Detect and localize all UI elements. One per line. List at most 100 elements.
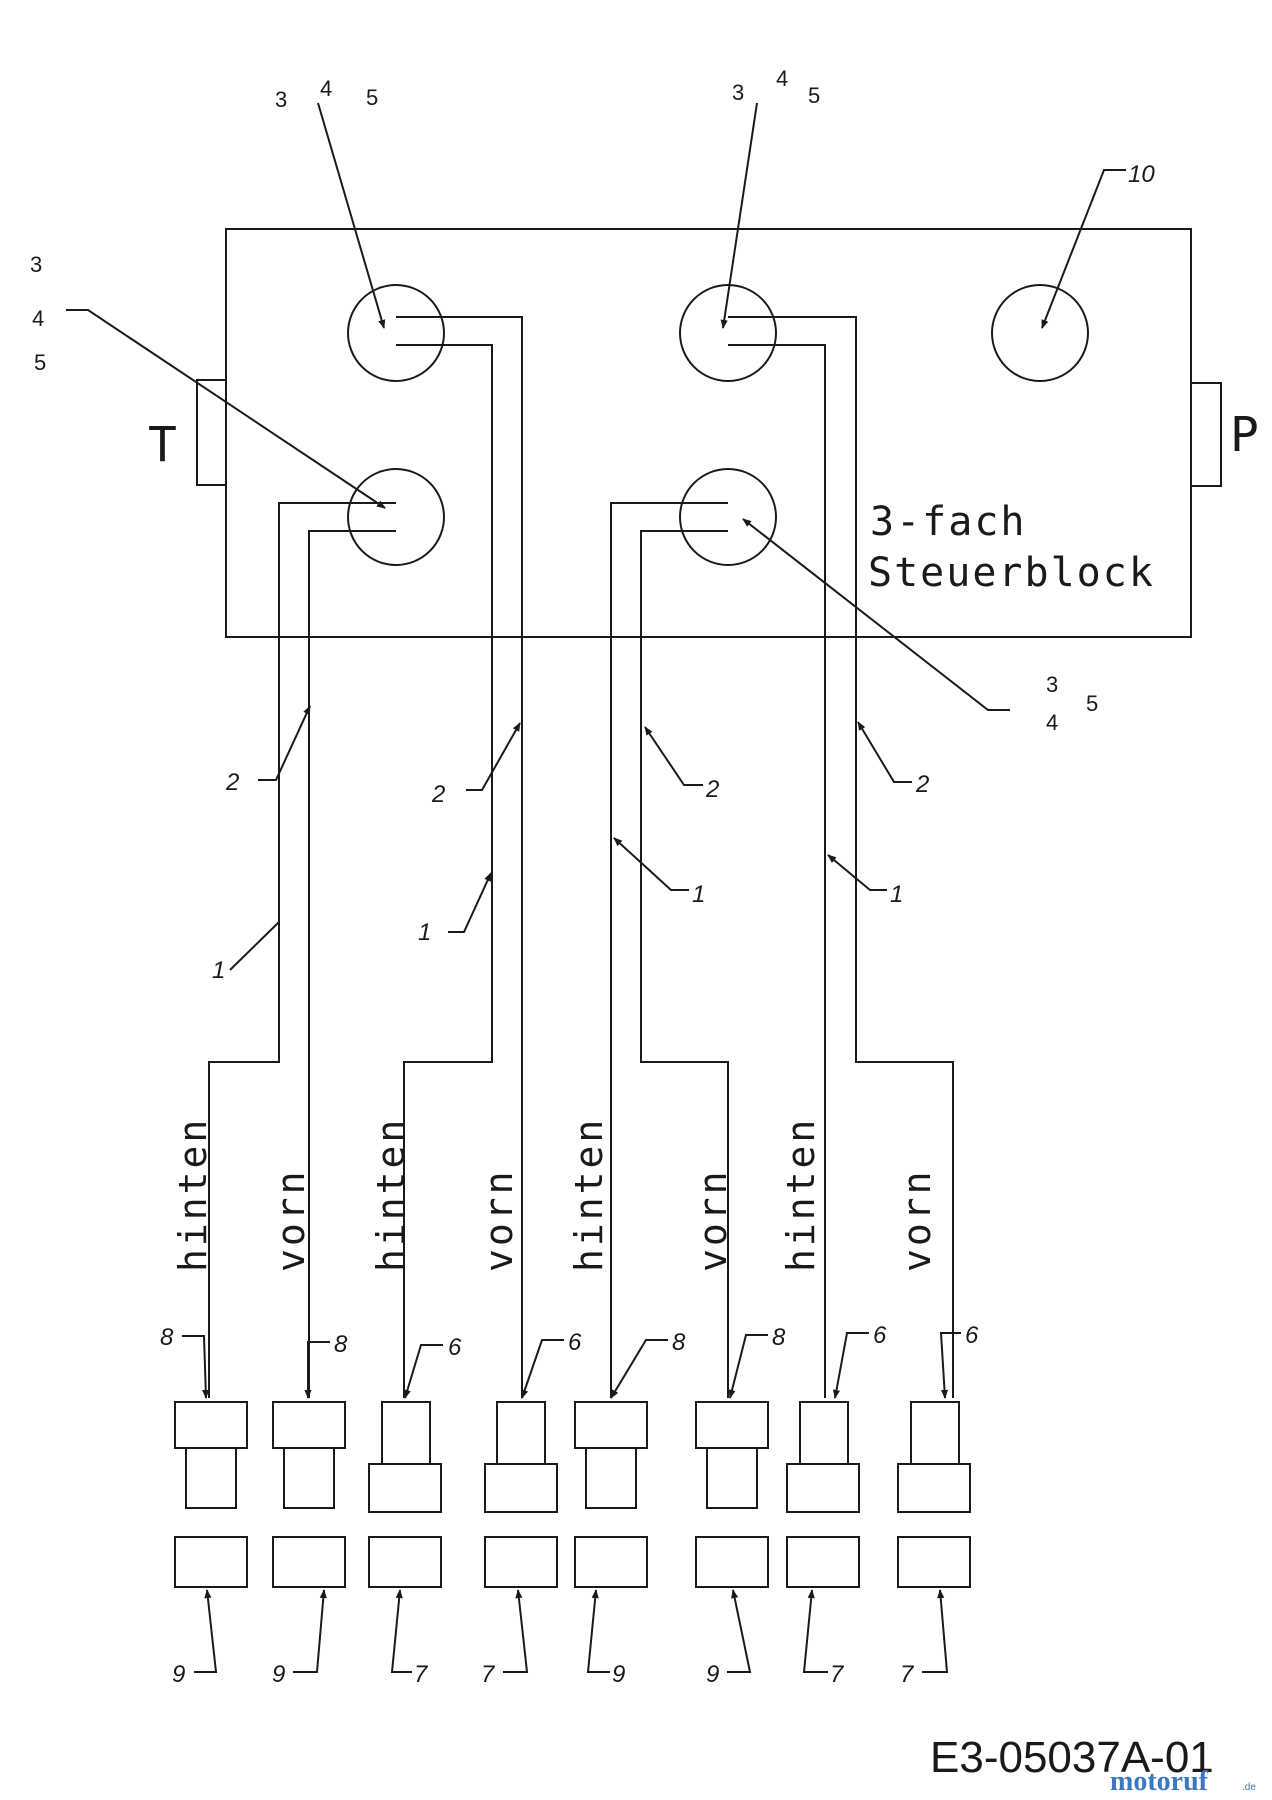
hose-line bbox=[396, 344, 493, 1398]
leader-arrow bbox=[728, 1334, 768, 1399]
coupler-8 bbox=[272, 1401, 346, 1588]
leader-arrow bbox=[258, 705, 311, 781]
port-label-t: T bbox=[148, 417, 179, 473]
leader-arrow bbox=[293, 1589, 327, 1673]
callout-number: 4 bbox=[32, 306, 44, 331]
coupler-number: 8 bbox=[160, 1324, 174, 1351]
callout-number: 3 bbox=[275, 87, 287, 112]
leader-arrow bbox=[613, 837, 689, 891]
hose-number: 1 bbox=[692, 881, 705, 908]
valve-port-top-left bbox=[347, 284, 445, 382]
leader-arrow bbox=[229, 921, 280, 971]
leader-arrow bbox=[304, 1341, 330, 1399]
direction-label: vorn bbox=[691, 1168, 735, 1272]
leader-arrow bbox=[644, 726, 703, 786]
hose-number: 2 bbox=[431, 781, 445, 808]
direction-label: vorn bbox=[477, 1168, 521, 1272]
hose-line bbox=[728, 316, 954, 1398]
leader-arrow bbox=[857, 721, 912, 783]
coupler-number: 9 bbox=[706, 1661, 719, 1688]
direction-label: hinten bbox=[171, 1117, 215, 1272]
callout-number: 4 bbox=[1046, 710, 1058, 735]
coupler-8 bbox=[174, 1401, 248, 1588]
leader-arrow bbox=[503, 1589, 529, 1673]
leader-arrow bbox=[448, 872, 492, 933]
coupler-number: 6 bbox=[568, 1329, 582, 1356]
direction-label: vorn bbox=[269, 1168, 313, 1272]
callout-number: 5 bbox=[1086, 691, 1098, 716]
coupler-number: 7 bbox=[414, 1661, 429, 1688]
block-title-line2: Steuerblock bbox=[868, 550, 1155, 596]
coupler-number: 6 bbox=[965, 1322, 979, 1349]
coupler-6 bbox=[368, 1401, 442, 1588]
coupler-number: 8 bbox=[334, 1331, 348, 1358]
leader-arrow bbox=[802, 1589, 828, 1673]
leader-arrow bbox=[403, 1344, 443, 1399]
coupler-8 bbox=[574, 1401, 648, 1588]
hose-line bbox=[308, 530, 396, 1398]
port-t-stub bbox=[196, 379, 227, 486]
coupler-number: 9 bbox=[172, 1661, 185, 1688]
hose-line bbox=[640, 530, 729, 1398]
callout-number: 4 bbox=[776, 66, 788, 91]
callout-number: 4 bbox=[320, 76, 332, 101]
coupler-6 bbox=[484, 1401, 558, 1588]
coupler-6 bbox=[897, 1401, 971, 1588]
coupler-number: 6 bbox=[448, 1334, 462, 1361]
coupler-number: 7 bbox=[830, 1661, 845, 1688]
coupler-number: 8 bbox=[772, 1324, 786, 1351]
coupler-number: 7 bbox=[481, 1661, 496, 1688]
valve-port-top-right bbox=[991, 284, 1089, 382]
drawing-code: E3-05037A-01 bbox=[930, 1733, 1214, 1782]
leader-arrow bbox=[1041, 169, 1126, 329]
valve-port-top-middle bbox=[679, 284, 777, 382]
callout-number: 10 bbox=[1128, 161, 1155, 188]
port-p-stub bbox=[1190, 382, 1222, 487]
leader-arrow bbox=[727, 1589, 752, 1673]
coupler-number: 9 bbox=[612, 1661, 625, 1688]
leader-arrow bbox=[922, 1589, 949, 1673]
callout-number: 3 bbox=[732, 80, 744, 105]
direction-label: hinten bbox=[369, 1117, 413, 1272]
port-label-p: P bbox=[1230, 407, 1261, 463]
leader-arrow bbox=[317, 102, 386, 329]
coupler-number: 7 bbox=[900, 1661, 915, 1688]
hose-line bbox=[728, 344, 826, 1398]
hose-line bbox=[396, 316, 523, 1398]
leader-arrow bbox=[827, 854, 887, 891]
leader-arrow bbox=[194, 1589, 218, 1673]
coupler-number: 9 bbox=[272, 1661, 285, 1688]
leader-arrow bbox=[610, 1339, 668, 1399]
coupler-8 bbox=[695, 1401, 769, 1588]
coupler-6 bbox=[786, 1401, 860, 1588]
callout-number: 3 bbox=[1046, 672, 1058, 697]
callout-number: 5 bbox=[808, 83, 820, 108]
leader-arrow bbox=[466, 722, 521, 791]
callout-number: 5 bbox=[366, 85, 378, 110]
callout-number: 3 bbox=[30, 252, 42, 277]
hose-number: 1 bbox=[418, 919, 431, 946]
leader-arrow bbox=[832, 1332, 869, 1399]
hose-line bbox=[208, 502, 396, 1398]
leader-arrow bbox=[182, 1335, 210, 1399]
direction-label: hinten bbox=[779, 1117, 823, 1272]
leader-arrow bbox=[390, 1589, 412, 1673]
hose-number: 1 bbox=[212, 957, 225, 984]
leader-arrow bbox=[939, 1332, 961, 1399]
block-title-line1: 3-fach bbox=[870, 499, 1027, 545]
leader-arrow bbox=[720, 102, 758, 329]
valve-port-bottom-middle bbox=[679, 468, 777, 566]
hose-number: 2 bbox=[705, 776, 719, 803]
callout-number: 5 bbox=[34, 350, 46, 375]
hose-number: 1 bbox=[890, 881, 903, 908]
coupler-number: 6 bbox=[873, 1322, 887, 1349]
leader-arrow bbox=[742, 518, 1010, 711]
direction-label: hinten bbox=[567, 1117, 611, 1272]
valve-port-bottom-left bbox=[347, 468, 445, 566]
direction-label: vorn bbox=[895, 1168, 939, 1272]
hose-number: 2 bbox=[915, 771, 929, 798]
coupler-number: 8 bbox=[672, 1329, 686, 1356]
hose-number: 2 bbox=[225, 769, 239, 796]
hose-line bbox=[610, 502, 728, 1398]
